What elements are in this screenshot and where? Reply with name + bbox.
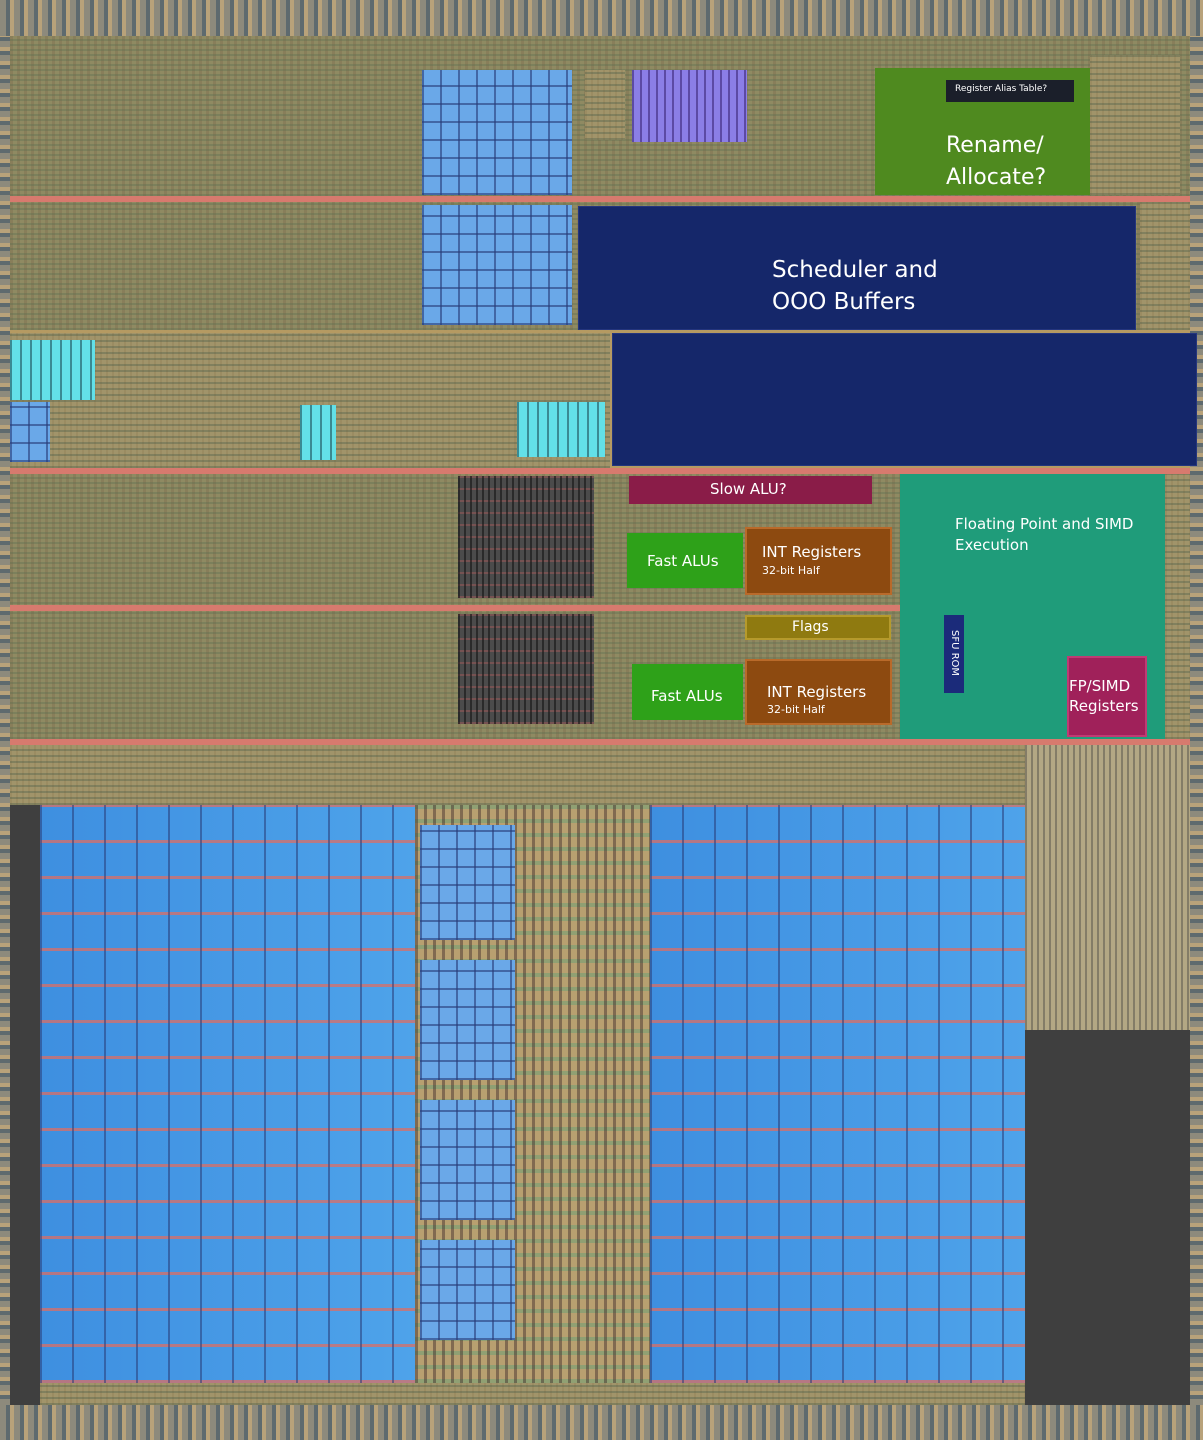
sram-block bbox=[632, 70, 747, 142]
logic-block bbox=[585, 70, 625, 140]
int-registers-sub-label: 32-bit Half bbox=[762, 564, 820, 577]
sram-block bbox=[420, 1100, 515, 1220]
sram-block bbox=[420, 825, 515, 940]
logic-block bbox=[1140, 202, 1190, 330]
fp-simd-execution-label: Floating Point and SIMD bbox=[955, 515, 1134, 533]
power-rail bbox=[10, 468, 1190, 474]
flags-label: Flags bbox=[792, 619, 829, 635]
int-registers-region-upper bbox=[745, 527, 892, 595]
rename-allocate-label: Allocate? bbox=[946, 165, 1047, 190]
sram-block bbox=[517, 402, 605, 457]
fp-simd-registers-label: FP/SIMD bbox=[1069, 677, 1131, 695]
scheduler-label: OOO Buffers bbox=[772, 289, 916, 315]
fast-alus-label: Fast ALUs bbox=[647, 552, 719, 570]
int-registers-label: INT Registers bbox=[762, 543, 862, 561]
die-edge-right bbox=[1190, 36, 1203, 1405]
int-registers-region-lower bbox=[745, 659, 892, 725]
cache-controller-region bbox=[1025, 745, 1190, 1030]
die-edge-top bbox=[0, 0, 1203, 36]
dark-array-block bbox=[458, 476, 594, 598]
sfu-rom-label: SFU ROM bbox=[949, 629, 960, 677]
fast-alus-region-lower bbox=[632, 664, 743, 720]
unused-die-area bbox=[1025, 1030, 1190, 1405]
die-edge-left bbox=[0, 36, 10, 1405]
cache-edge bbox=[10, 805, 40, 1405]
fp-simd-execution-label: Execution bbox=[955, 536, 1029, 554]
sram-block bbox=[420, 960, 515, 1080]
sram-block bbox=[422, 70, 572, 195]
register-alias-table-label: Register Alias Table? bbox=[955, 84, 1048, 94]
flags-region bbox=[745, 615, 891, 640]
slow-alu-region bbox=[629, 476, 872, 504]
fast-alus-label: Fast ALUs bbox=[651, 687, 723, 705]
logic-block bbox=[1165, 474, 1190, 739]
l2-cache-sram-left bbox=[40, 805, 415, 1383]
slow-alu-label: Slow ALU? bbox=[710, 480, 787, 498]
power-rail bbox=[10, 605, 900, 611]
scheduler-label: Scheduler and bbox=[772, 257, 938, 283]
register-alias-table-region bbox=[946, 80, 1074, 102]
fp-simd-registers-label: Registers bbox=[1069, 697, 1139, 715]
die-edge-bottom bbox=[0, 1405, 1203, 1440]
dark-array-block bbox=[458, 614, 594, 724]
l2-cache-sram-right bbox=[650, 805, 1025, 1383]
sram-block bbox=[300, 405, 336, 460]
int-registers-sub-label: 32-bit Half bbox=[767, 703, 825, 716]
scheduler-ooo-buffers-region bbox=[578, 206, 1136, 330]
sram-block bbox=[10, 340, 95, 400]
logic-block bbox=[1090, 55, 1180, 195]
scheduler-ooo-buffers-region bbox=[612, 333, 1197, 466]
sram-block bbox=[10, 402, 50, 462]
sfu-rom-region bbox=[944, 615, 964, 693]
sram-block bbox=[422, 205, 572, 325]
int-registers-label: INT Registers bbox=[767, 683, 867, 701]
logic-region bbox=[40, 1383, 1025, 1405]
power-rail bbox=[10, 196, 1190, 202]
sram-block bbox=[420, 1240, 515, 1340]
power-rail bbox=[10, 739, 1190, 745]
fast-alus-region-upper bbox=[627, 533, 743, 588]
logic-region bbox=[10, 745, 1065, 805]
fp-simd-registers-region bbox=[1067, 656, 1147, 737]
rename-allocate-label: Rename/ bbox=[946, 133, 1044, 158]
